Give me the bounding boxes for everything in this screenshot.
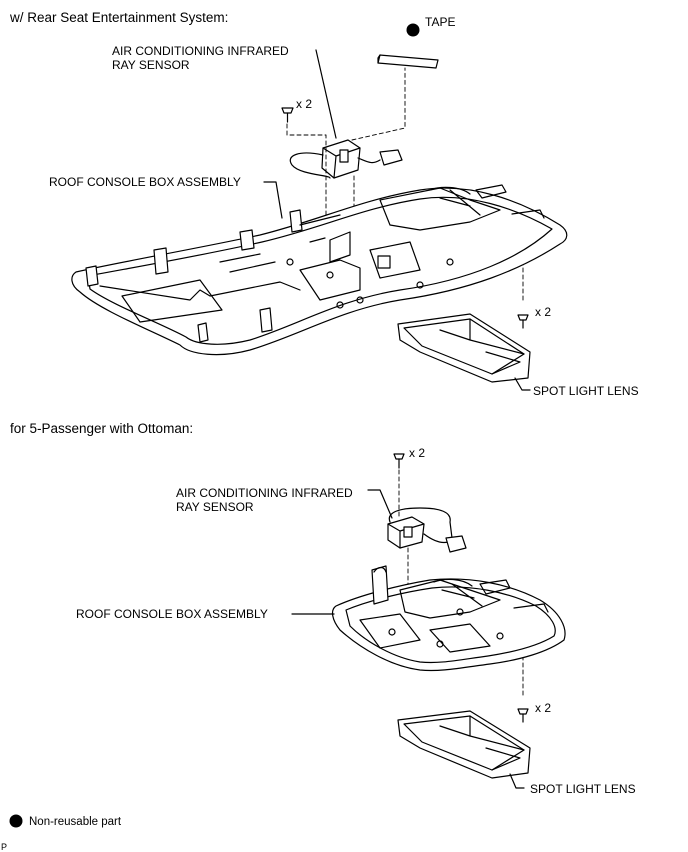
- console-label-top: ROOF CONSOLE BOX ASSEMBLY: [49, 175, 241, 189]
- tape-label: TAPE: [425, 15, 456, 29]
- ac-sensor-label-line2-top: RAY SENSOR: [112, 58, 190, 72]
- ac-sensor-leader-bottom: [367, 489, 393, 519]
- ac-sensor-leader-top: [315, 49, 337, 139]
- ac-infrared-sensor-bottom: [387, 507, 467, 553]
- bottom-section-heading: for 5-Passenger with Ottoman:: [10, 421, 194, 436]
- spot-light-lens-label-bottom: SPOT LIGHT LENS: [530, 782, 636, 796]
- ac-sensor-label-line1-bottom: AIR CONDITIONING INFRARED: [176, 486, 353, 500]
- screw-qty-label-top-1: x 2: [296, 97, 313, 111]
- console-label-bottom: ROOF CONSOLE BOX ASSEMBLY: [76, 607, 268, 621]
- ac-sensor-label-line2-bottom: RAY SENSOR: [176, 500, 254, 514]
- screw-qty-label-bottom-1: x 2: [409, 446, 426, 460]
- legend-non-reusable-marker: [9, 814, 23, 828]
- roof-console-assembly-top: [71, 184, 568, 356]
- lens-leader-bottom: [509, 773, 525, 789]
- corner-mark: P: [1, 842, 8, 852]
- screw-top-right: [517, 314, 529, 329]
- lens-leader-top: [514, 377, 531, 391]
- screw-top-left: [281, 107, 294, 123]
- screw-qty-label-top-2: x 2: [535, 305, 552, 319]
- ac-sensor-label-line1-top: AIR CONDITIONING INFRARED: [112, 44, 289, 58]
- console-leader-top: [263, 181, 283, 219]
- screw-bottom-lower: [517, 708, 529, 723]
- screw-qty-label-bottom-2: x 2: [535, 701, 552, 715]
- screw-bottom-upper: [393, 453, 405, 469]
- top-section-heading: w/ Rear Seat Entertainment System:: [10, 10, 229, 25]
- spot-light-lens-label-top: SPOT LIGHT LENS: [533, 384, 639, 398]
- spot-light-lens-top: [397, 313, 531, 383]
- ac-infrared-sensor-top: [289, 139, 403, 179]
- roof-console-assembly-bottom: [331, 565, 566, 672]
- spot-light-lens-bottom: [397, 710, 531, 779]
- tape-part: [377, 54, 439, 69]
- legend-non-reusable-label: Non-reusable part: [29, 816, 122, 828]
- non-reusable-marker: [406, 23, 420, 37]
